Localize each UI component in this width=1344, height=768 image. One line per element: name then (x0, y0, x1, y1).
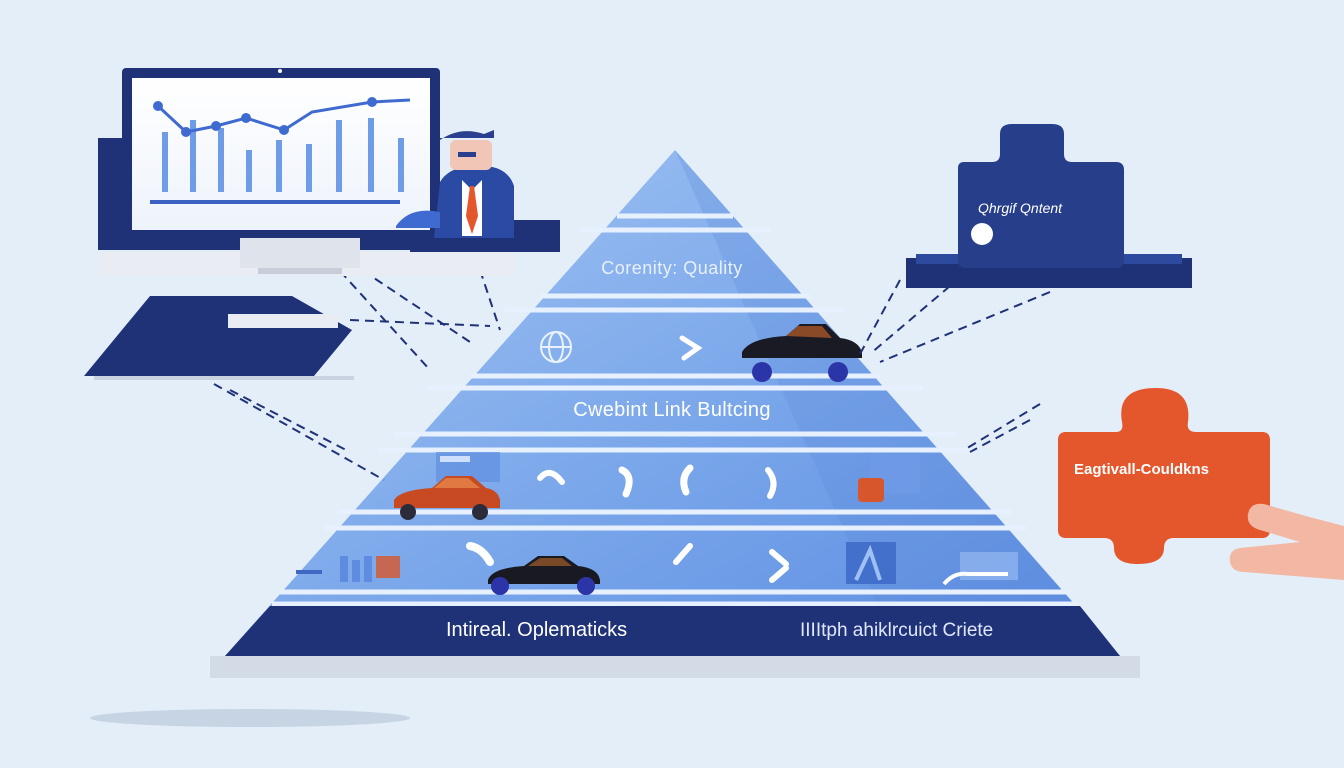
mail-icon (942, 552, 1018, 586)
black-car-icon (742, 324, 862, 382)
hand-icon (1229, 503, 1344, 580)
road-sign-icon (846, 542, 896, 584)
pyramid (225, 150, 1120, 656)
tier-separators (272, 213, 1078, 607)
navy-puzzle-piece (906, 124, 1192, 288)
ground-shadow-left (90, 709, 410, 727)
tier-glyph-icons (466, 464, 789, 583)
chevron-right-icon (679, 335, 703, 361)
orange-puzzle-label: Eagtivall-Couldkns (1074, 461, 1210, 478)
tier-label-link-building: Cwebint Link Bultcing (573, 399, 771, 421)
bar-widget-icon (296, 556, 400, 582)
pyramid-floor-shadow (210, 656, 1140, 678)
globe-icon (540, 331, 572, 363)
monitor-line-chart (153, 97, 411, 137)
base-label-right: IIIItph ahiklrcuict Criete (800, 620, 994, 641)
pyramid-base-band (225, 606, 1120, 656)
tier-label-content-quality: Corenity: Quality (601, 258, 743, 278)
dashed-connectors (213, 259, 1051, 481)
chart-widget-icon (858, 454, 920, 502)
base-label-left: Intireal. Oplematicks (446, 619, 628, 641)
monitor-bar-chart (150, 118, 404, 204)
navy-folder-panel (84, 296, 354, 380)
dark-car-icon (488, 556, 600, 595)
orange-puzzle-piece (1058, 388, 1270, 564)
navy-puzzle-label: Qhrgif Qntent (978, 200, 1063, 216)
businessman-avatar (396, 130, 514, 238)
orange-car-icon (394, 476, 500, 520)
